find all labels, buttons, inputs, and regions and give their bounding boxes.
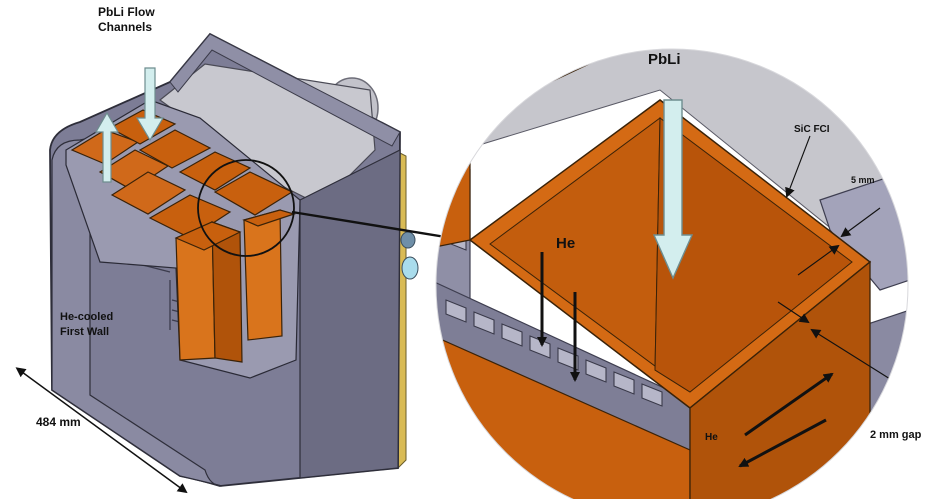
zoom-detail — [436, 49, 908, 499]
sic-fci-leader — [785, 135, 811, 198]
flow-arrows-left — [94, 67, 165, 183]
channel-box — [148, 194, 232, 239]
channel-box — [110, 171, 187, 215]
back-rim — [169, 33, 401, 147]
flow-arrow-up — [94, 111, 120, 183]
dim-5mm-top — [840, 207, 881, 238]
labels: PbLi Flow Channels He-cooled First Wall … — [36, 5, 922, 443]
zoom-leader — [291, 210, 466, 244]
dimension-arrow-484 — [15, 367, 188, 494]
steel-right-upper — [819, 159, 908, 291]
channel-inner-right — [654, 117, 853, 393]
label-pbli: PbLi — [648, 51, 681, 68]
side-face — [299, 149, 401, 479]
flow-arrow-down — [135, 67, 165, 142]
he-arrow-diag-down — [738, 418, 827, 468]
gap-leader — [810, 328, 908, 405]
label-he-cooled-1: He-cooled — [60, 311, 113, 323]
label-he-lower: He — [705, 432, 718, 443]
label-he-upper: He — [556, 235, 575, 252]
dim-5mm-bottom — [797, 244, 840, 276]
label-sic-fci: SiC FCI — [794, 124, 830, 135]
gap-leader-top — [777, 301, 810, 324]
zoom-detail-outline — [435, 48, 909, 499]
label-pbli-flow-2: Channels — [98, 20, 152, 34]
flow-arrow-pbli — [652, 99, 694, 280]
label-he-cooled-2: First Wall — [60, 326, 109, 338]
nozzle-lower — [401, 256, 419, 280]
channel-box — [138, 129, 212, 169]
zoom-circle — [197, 159, 295, 257]
blanket-module-left — [15, 32, 466, 494]
label-pbli-flow-1: PbLi Flow — [98, 5, 155, 19]
nozzle-upper — [400, 231, 416, 249]
channel-front-face — [689, 260, 871, 499]
label-5mm: 5 mm — [851, 175, 875, 185]
label-484mm: 484 mm — [36, 415, 81, 429]
he-arrow-diag-up — [744, 372, 834, 437]
label-2mm-gap: 2 mm gap — [870, 429, 922, 441]
